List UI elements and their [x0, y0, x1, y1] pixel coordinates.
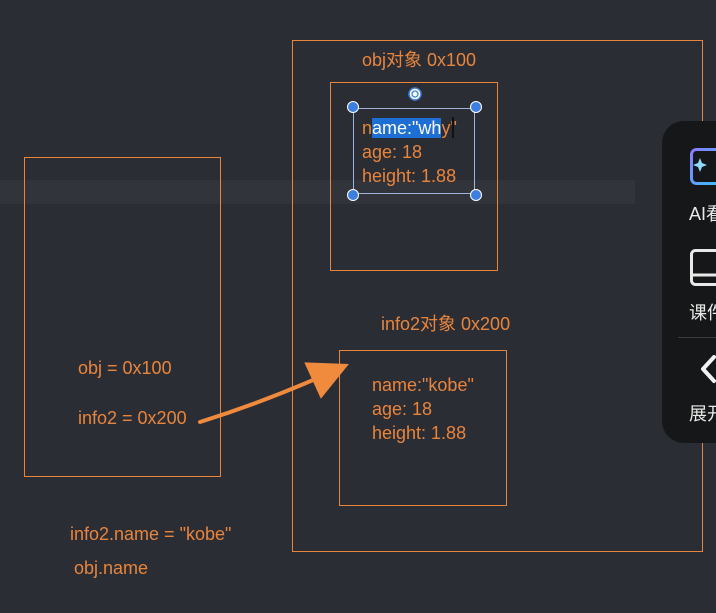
courseware-icon: [690, 249, 716, 286]
resize-handle-top-left[interactable]: [347, 101, 359, 113]
resize-handle-bottom-left[interactable]: [347, 189, 359, 201]
side-panel-label-ai: AI看: [689, 204, 716, 224]
text-selection-frame[interactable]: [353, 108, 475, 194]
side-panel-divider: [678, 337, 716, 338]
stack-var-info2: info2 = 0x200: [78, 408, 187, 428]
rotate-handle-icon[interactable]: [408, 87, 422, 101]
side-panel: [662, 121, 716, 443]
code-line-2: obj.name: [74, 558, 149, 578]
obj-field-height[interactable]: height: 1.88: [362, 166, 457, 186]
side-panel-item-courseware[interactable]: 课件: [662, 245, 716, 325]
side-panel-item-expand[interactable]: 展开: [662, 350, 716, 430]
side-panel-label-courseware: 课件: [689, 303, 716, 323]
chevron-left-icon: [701, 355, 716, 383]
obj-name-selected-text: ame:"wh: [372, 118, 442, 138]
info2-field-height: height: 1.88: [372, 423, 467, 443]
side-panel-item-ai[interactable]: AI看: [662, 140, 716, 230]
resize-handle-bottom-right[interactable]: [470, 189, 482, 201]
code-line-1: info2.name = "kobe": [70, 524, 232, 544]
obj-field-name[interactable]: name:"why": [362, 118, 457, 138]
obj-name-prefix: n: [362, 118, 373, 138]
ai-icon: [690, 148, 716, 185]
stack-box: [24, 157, 221, 477]
obj-object-title: obj对象 0x100: [362, 50, 477, 70]
obj-object-box: [330, 82, 498, 271]
stack-var-obj: obj = 0x100: [78, 358, 172, 378]
resize-handle-top-right[interactable]: [470, 101, 482, 113]
text-caret: [452, 117, 454, 138]
info2-field-age: age: 18: [372, 399, 433, 419]
obj-field-age[interactable]: age: 18: [362, 142, 423, 162]
info2-object-box: [339, 350, 507, 506]
info2-field-name: name:"kobe": [372, 375, 474, 395]
side-panel-label-expand: 展开: [689, 404, 716, 424]
info2-object-title: info2对象 0x200: [381, 314, 511, 334]
